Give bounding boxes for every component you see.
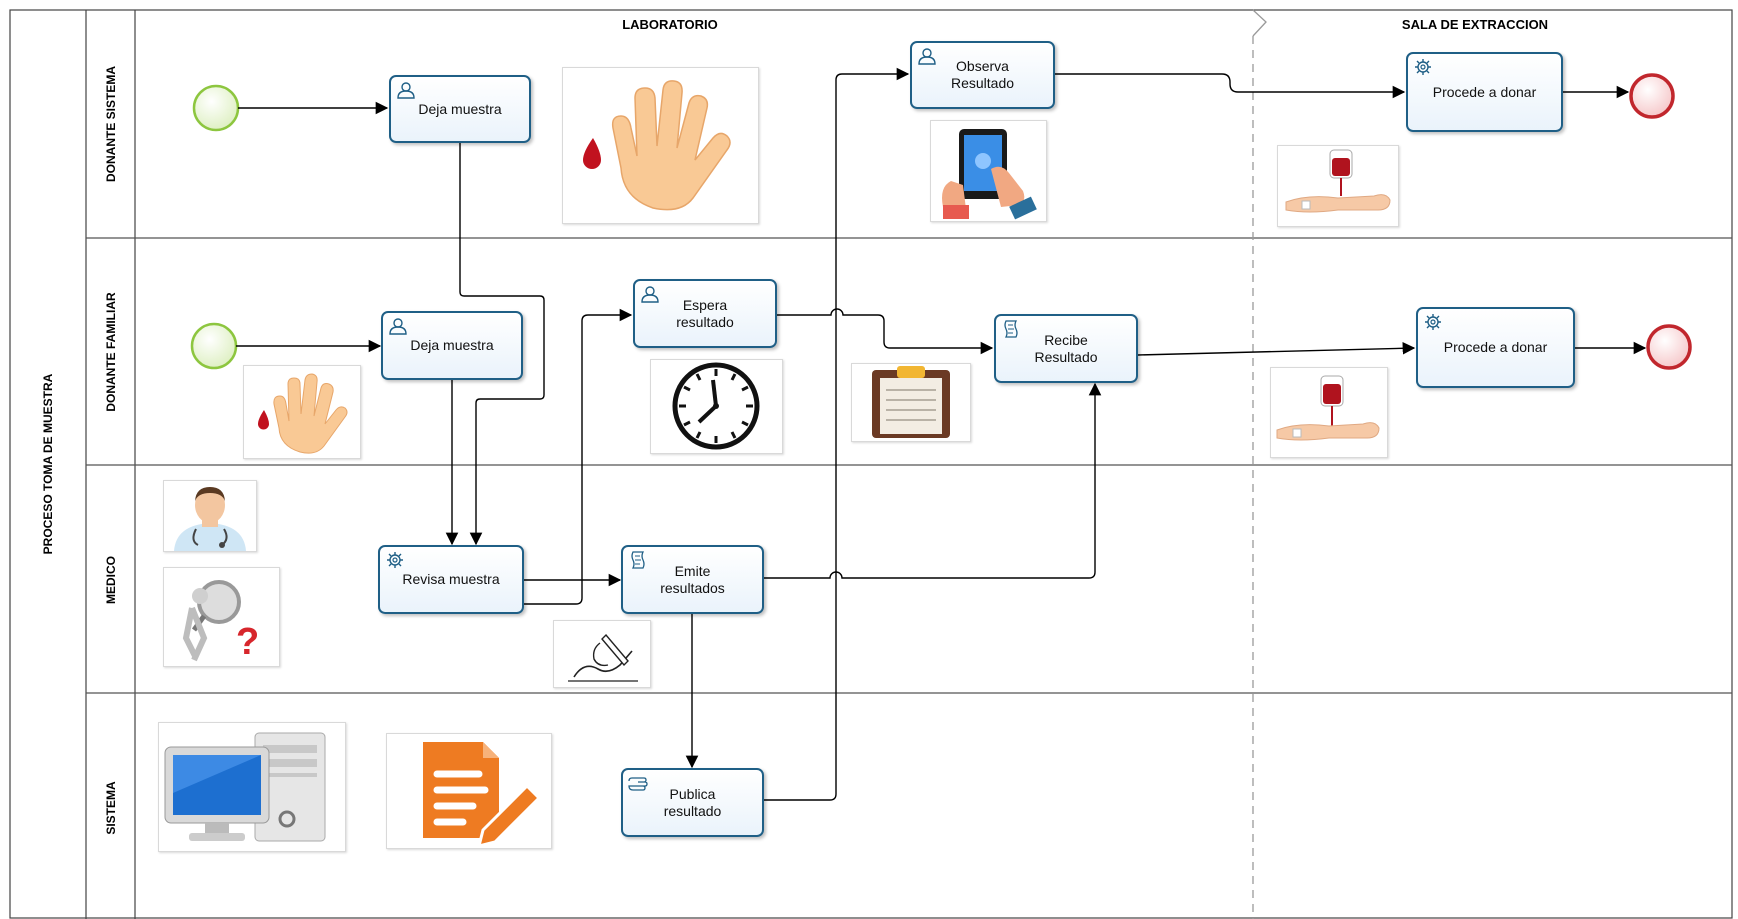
task-emite-resultados[interactable]: Emite resultados — [621, 545, 764, 614]
service-task-icon — [1415, 59, 1431, 75]
task-procede-a-donar-donante-familiar[interactable]: Procede a donar — [1416, 307, 1575, 388]
blood-bag-arm-image-1 — [1277, 145, 1399, 227]
task-label: Procede a donar — [1443, 339, 1548, 355]
doctor-image — [163, 480, 257, 552]
task-label: Deja muestra — [418, 100, 502, 117]
task-revisa-muestra[interactable]: Revisa muestra — [378, 545, 524, 614]
flow-espera-to-recibe — [777, 308, 994, 355]
signing-hand-image — [553, 620, 651, 688]
service-task-icon — [387, 552, 403, 568]
flow-observa-to-procede1 — [1055, 73, 1406, 99]
task-espera-resultado[interactable]: Espera resultado — [633, 279, 777, 348]
task-recibe-resultado[interactable]: Recibe Resultado — [994, 314, 1138, 383]
end-event-donante-sistema[interactable] — [1629, 73, 1675, 119]
task-label: Revisa muestra — [402, 571, 500, 587]
task-label: Deja muestra — [410, 337, 494, 353]
task-observa-resultado[interactable]: Observa Resultado — [910, 41, 1055, 109]
hand-blood-drop-image-small — [243, 365, 361, 459]
pool-label: PROCESO TOMA DE MUESTRA — [41, 373, 55, 555]
user-task-icon — [918, 48, 936, 65]
flow-deja1-to-revisa — [459, 142, 545, 546]
phase-header-sala-de-extraccion: SALA DE EXTRACCION — [1401, 17, 1549, 32]
user-task-icon — [641, 286, 659, 303]
phase-divider — [1252, 9, 1267, 919]
task-label: Observa Resultado — [950, 58, 1015, 91]
script-task-icon — [631, 551, 645, 569]
svg-text:?: ? — [236, 621, 259, 663]
lane-label-donante-sistema: DONANTE SISTEMA — [104, 65, 118, 183]
task-deja-muestra-donante-familiar[interactable]: Deja muestra — [381, 311, 523, 380]
start-event-donante-familiar[interactable] — [190, 322, 238, 370]
magnifier-question-image: ? — [163, 567, 280, 667]
flow-revisa-to-espera — [524, 308, 633, 605]
task-label: Espera resultado — [676, 296, 734, 330]
clipboard-image — [851, 363, 971, 442]
task-procede-a-donar-donante-sistema[interactable]: Procede a donar — [1406, 52, 1563, 132]
script-task-icon — [1004, 320, 1018, 338]
service-task-icon — [1425, 314, 1441, 330]
blood-bag-arm-image-2 — [1270, 367, 1388, 458]
tablet-touch-image — [930, 120, 1047, 222]
flow-publica-to-observa — [764, 67, 910, 801]
phase-header-laboratorio: LABORATORIO — [622, 17, 718, 32]
flow-recibe-to-procede2 — [1137, 341, 1416, 356]
end-event-donante-familiar[interactable] — [1646, 324, 1692, 370]
clock-image — [650, 359, 783, 454]
lane-label-medico: MEDICO — [104, 556, 118, 604]
flow-emite-to-recibe — [764, 382, 1102, 579]
task-label: Emite resultados — [660, 562, 725, 596]
user-task-icon — [397, 82, 415, 99]
lane-separators — [86, 237, 1732, 694]
start-event-donante-sistema[interactable] — [192, 84, 240, 132]
hand-blood-drop-image — [562, 67, 759, 224]
manual-task-icon — [628, 777, 648, 791]
task-publica-resultado[interactable]: Publica resultado — [621, 768, 764, 837]
user-task-icon — [389, 318, 407, 335]
task-label: Procede a donar — [1432, 83, 1537, 100]
document-edit-image — [386, 733, 552, 849]
task-label: Publica resultado — [663, 785, 722, 819]
task-deja-muestra-donante-sistema[interactable]: Deja muestra — [389, 75, 531, 143]
lane-label-sistema: SISTEMA — [104, 781, 118, 835]
sequence-flows — [236, 67, 1647, 801]
task-label: Recibe Resultado — [1034, 331, 1098, 365]
lane-label-donante-familiar: DONANTE FAMILIAR — [104, 292, 118, 412]
computer-image — [158, 722, 346, 852]
